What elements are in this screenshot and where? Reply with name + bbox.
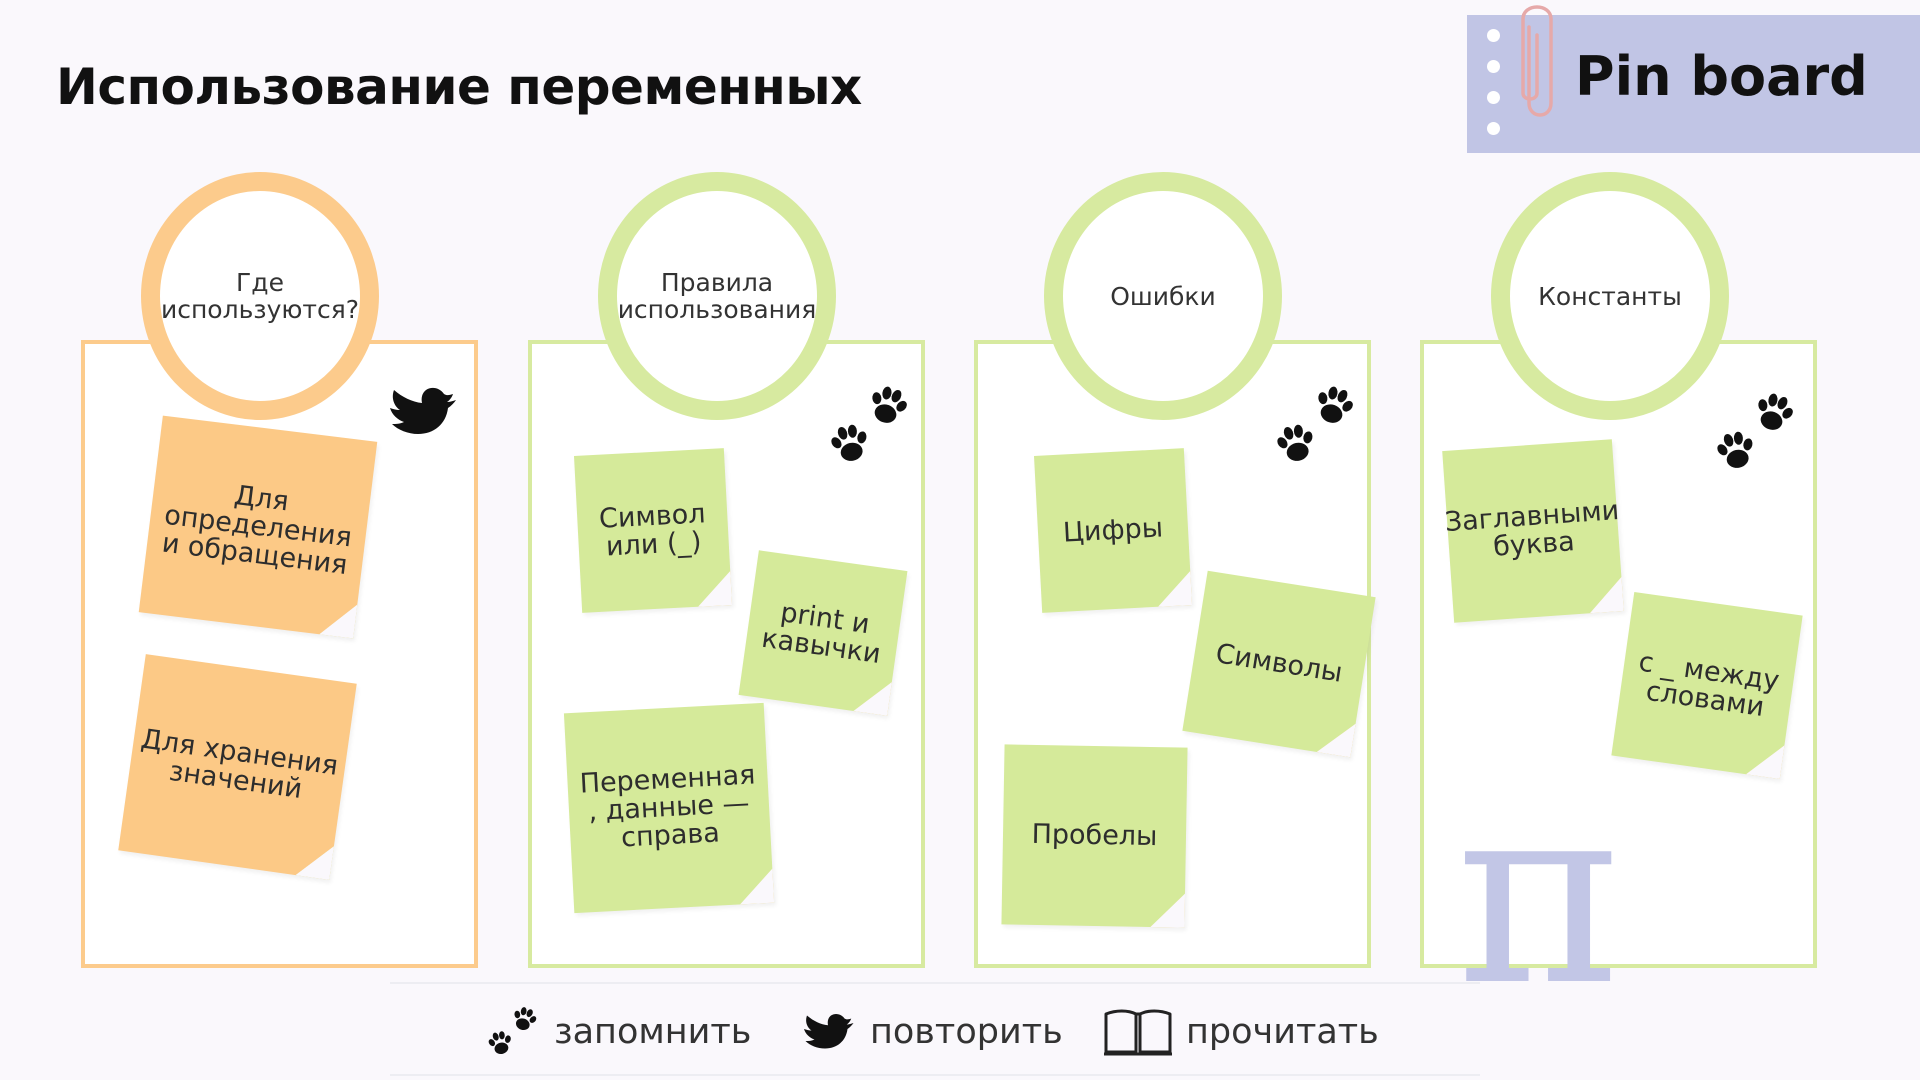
note-text: Символы (1213, 638, 1345, 689)
legend-divider (390, 982, 1480, 984)
legend-repeat: повторить (798, 1002, 1063, 1062)
sticky-note: с _ между словами (1611, 591, 1803, 780)
pin-hole (1487, 29, 1500, 42)
heading-usage: Где используются? (160, 268, 360, 324)
sticky-note: print и кавычки (738, 550, 908, 716)
sticky-note: Пробелы (1001, 744, 1188, 928)
note-text: Цифры (1062, 511, 1164, 549)
legend-label: запомнить (554, 1012, 752, 1052)
note-text: Для хранения значений (139, 723, 340, 806)
heading-constants: Константы (1538, 281, 1682, 311)
sticky-note: Для определения и обращения (138, 415, 378, 639)
note-text: Заглавными буква (1443, 494, 1621, 563)
heading-circle-errors: Ошибки (1044, 172, 1282, 420)
pin-hole (1487, 122, 1500, 135)
note-text: Для определения и обращения (160, 480, 354, 582)
sticky-note: Символ или (_) (573, 448, 733, 613)
paperclip-icon (1521, 5, 1553, 117)
pin-hole (1487, 91, 1500, 104)
heading-rules: Правила использования (617, 268, 817, 324)
paw-prints-icon (1272, 381, 1359, 465)
sticky-note: Для хранения значений (118, 654, 357, 880)
note-text: Переменная , данные — справа (578, 759, 757, 854)
note-text: с _ между словами (1636, 645, 1782, 723)
pin-board-label: Pin board (1575, 45, 1868, 108)
heading-circle-rules: Правила использования (598, 172, 836, 420)
paw-prints-icon (826, 381, 913, 465)
legend-label: прочитать (1186, 1012, 1379, 1052)
paw-prints-icon (485, 1004, 540, 1057)
note-text: Символ или (_) (598, 497, 707, 562)
sticky-note: Переменная , данные — справа (563, 702, 775, 914)
heading-errors: Ошибки (1110, 281, 1216, 311)
sticky-note: Символы (1182, 570, 1376, 758)
pin-board-tab: Pin board (1467, 5, 1920, 153)
heading-circle-constants: Константы (1491, 172, 1729, 420)
pi-symbol: π (1456, 749, 1621, 1040)
note-text: print и кавычки (759, 597, 883, 671)
legend-read: прочитать (1102, 1002, 1379, 1062)
paw-prints-icon (1712, 388, 1799, 472)
legend-divider (390, 1074, 1480, 1076)
note-text: Пробелы (1031, 818, 1158, 853)
heading-circle-usage: Где используются? (141, 172, 379, 420)
sticky-note: Цифры (1033, 448, 1193, 613)
legend-label: повторить (870, 1012, 1063, 1052)
bird-icon (804, 1013, 854, 1049)
page-title: Использование переменных (56, 58, 862, 116)
bird-icon (390, 387, 456, 434)
legend-remember: запомнить (484, 1002, 751, 1062)
sticky-note: Заглавными буква (1442, 439, 1624, 623)
open-book-icon (1104, 1009, 1172, 1056)
pin-hole (1487, 60, 1500, 73)
